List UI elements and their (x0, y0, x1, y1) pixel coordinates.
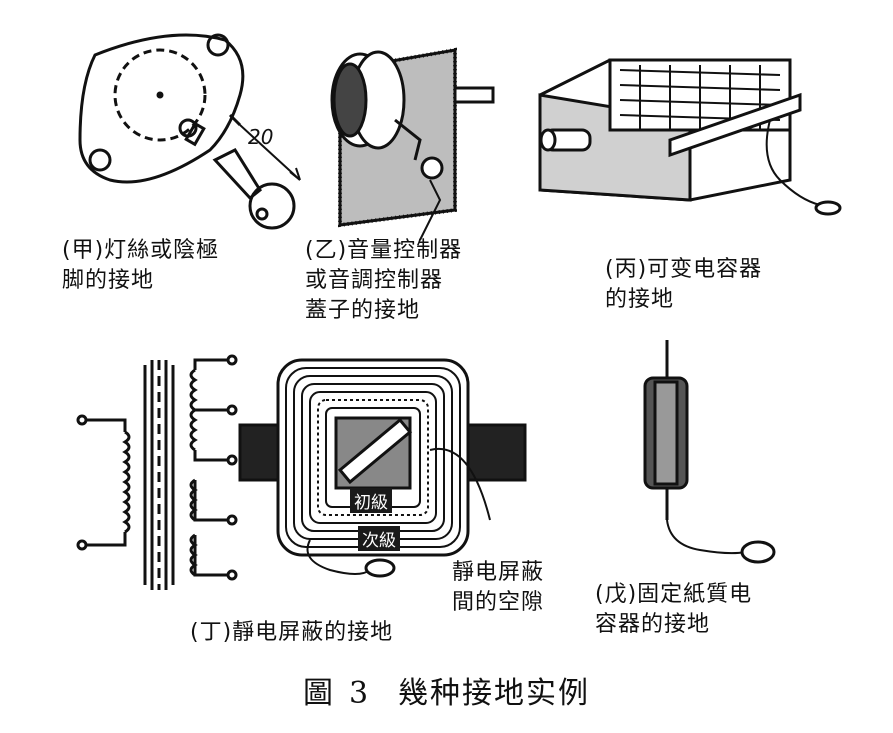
panel-d-transformer-schematic (76, 354, 238, 590)
caption-b-line-3: 蓋子的接地 (305, 298, 421, 323)
caption-c: (丙)可变电容器 的接地 (605, 255, 762, 315)
caption-c-line-1: (丙)可变电容器 (605, 257, 763, 282)
gap-label-line-2: 間的空隙 (452, 590, 545, 615)
caption-a-line-1: (甲)灯絲或陰極 (62, 238, 220, 263)
panel-d-transformer-drawing (238, 358, 527, 578)
caption-d-line-1: (丁)靜电屏蔽的接地 (190, 620, 394, 645)
caption-b-line-2: 或音調控制器 (305, 268, 444, 293)
panel-e-paper-capacitor-drawing (643, 340, 776, 564)
caption-e-line-2: 容器的接地 (595, 612, 711, 637)
secondary-winding-label: 次級 (358, 526, 400, 551)
caption-b-line-1: (乙)音量控制器 (305, 238, 463, 263)
panel-c-variable-capacitor-drawing (538, 58, 842, 216)
caption-c-line-2: 的接地 (605, 287, 675, 312)
gap-label: 靜电屏蔽 間的空隙 (452, 558, 544, 618)
caption-a-line-2: 脚的接地 (62, 268, 155, 293)
caption-e: (戊)固定紙質电 容器的接地 (595, 580, 752, 640)
figure-title-text: 幾种接地实例 (398, 676, 591, 711)
primary-winding-label: 初級 (350, 488, 392, 513)
dimension-label: 20 (248, 125, 274, 149)
caption-e-line-1: (戊)固定紙質电 (595, 582, 753, 607)
caption-a: (甲)灯絲或陰極 脚的接地 (62, 236, 219, 296)
caption-b: (乙)音量控制器 或音調控制器 蓋子的接地 (305, 236, 462, 326)
figure-title-number: 3 (348, 676, 371, 711)
panel-b-potentiometer-drawing (330, 47, 495, 241)
figure-title-label: 圖 (302, 676, 335, 711)
caption-d: (丁)靜电屏蔽的接地 (190, 618, 393, 648)
panel-a-socket-drawing (78, 33, 301, 230)
gap-label-line-1: 靜电屏蔽 (452, 560, 545, 585)
